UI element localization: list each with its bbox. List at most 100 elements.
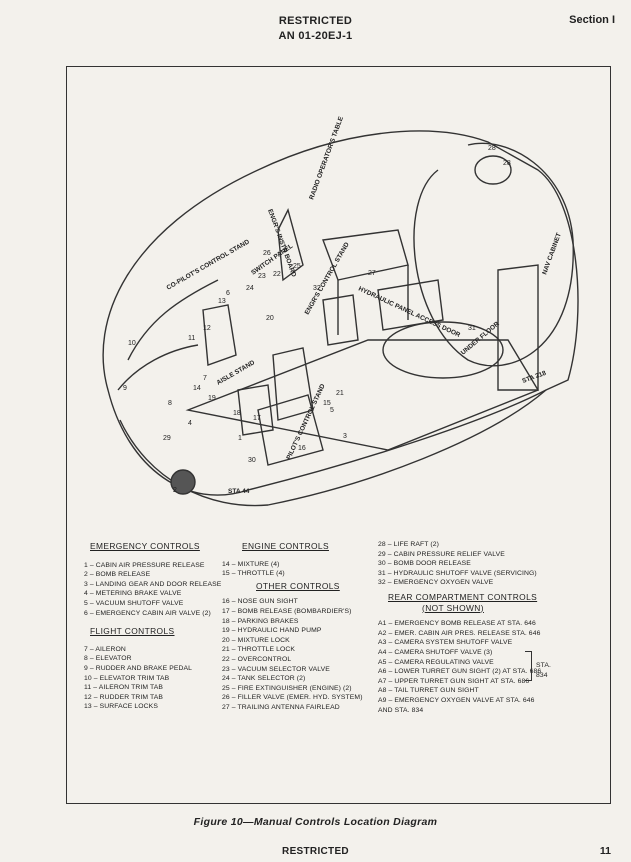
legend-item: 5 – VACUUM SHUTOFF VALVE — [84, 599, 184, 607]
legend-item: A9 – EMERGENCY OXYGEN VALVE AT STA. 646 — [378, 696, 535, 704]
legend-item: AND STA. 834 — [378, 706, 424, 714]
legend-item: 24 – TANK SELECTOR (2) — [222, 675, 306, 683]
legend-item: 14 – MIXTURE (4) — [222, 560, 280, 568]
callout-number: 8 — [168, 400, 172, 407]
legend-item: 31 – HYDRAULIC SHUTOFF VALVE (SERVICING) — [378, 569, 537, 577]
callout-number: 7 — [203, 375, 207, 382]
fuselage-lower-shell — [119, 389, 547, 507]
nose-gun-sight — [170, 469, 196, 495]
legend-col-3: 28 – LIFE RAFT (2) 29 – CABIN PRESSURE RE… — [378, 540, 551, 715]
callout-number: 18 — [233, 410, 241, 417]
callout-number: 15 — [323, 400, 331, 407]
nose-frame — [127, 279, 219, 361]
legend-item: 8 – ELEVATOR — [84, 655, 132, 663]
callout-number: 16 — [298, 445, 306, 452]
label-radio-operator-table: RADIO OPERATOR'S TABLE — [308, 115, 345, 201]
callout-number: 2 — [173, 487, 177, 494]
callout-number: 24 — [246, 285, 254, 292]
label-hydraulic-panel: HYDRAULIC PANEL ACCESS DOOR — [357, 285, 461, 339]
callout-number: 3 — [343, 433, 347, 440]
legend-item: 20 – MIXTURE LOCK — [222, 636, 290, 644]
section-label: Section I — [569, 14, 615, 26]
legend-item: 19 – HYDRAULIC HAND PUMP — [222, 627, 322, 635]
callout-number: 5 — [330, 407, 334, 414]
legend-item: 27 – TRAILING ANTENNA FAIRLEAD — [222, 703, 340, 711]
legend-item: 16 – NOSE GUN SIGHT — [222, 598, 298, 606]
pilot-seat — [272, 347, 314, 421]
label-copilot-stand: CO-PILOT'S CONTROL STAND — [166, 238, 252, 291]
legend-item: 9 – RUDDER AND BRAKE PEDAL — [84, 664, 192, 672]
legend-item: 15 – THROTTLE (4) — [222, 570, 285, 578]
callout-number: 26 — [263, 250, 271, 257]
legend-item: 18 – PARKING BRAKES — [222, 617, 299, 625]
callout-number: 25 — [293, 263, 301, 270]
callout-number: 27 — [368, 270, 376, 277]
callout-number: 29 — [163, 435, 171, 442]
legend-item: A4 – CAMERA SHUTOFF VALVE (3) — [378, 648, 493, 656]
callout-number: 10 — [128, 340, 136, 347]
legend-item: A2 – EMER. CABIN AIR PRES. RELEASE STA. … — [378, 629, 541, 637]
callout-number: 22 — [273, 271, 281, 278]
legend-item: 7 – AILERON — [84, 645, 126, 653]
callout-number: 6 — [226, 290, 230, 297]
label-under-floor: UNDER FLOOR — [460, 320, 501, 356]
callout-number: 11 — [188, 335, 195, 342]
legend-item: 29 – CABIN PRESSURE RELIEF VALVE — [378, 550, 505, 558]
engineer-seat — [322, 294, 359, 346]
callout-number: 4 — [188, 420, 192, 427]
legend-item: 21 – THROTTLE LOCK — [222, 646, 296, 654]
nav-cabinet-outline — [497, 264, 539, 391]
bulkhead-hatch — [474, 155, 512, 185]
engineer-instrument-board — [277, 208, 304, 282]
legend-item: 26 – FILLER VALVE (EMER. HYD. SYSTEM) — [222, 694, 363, 702]
label-sta-218: STA 218 — [521, 370, 547, 385]
header-classification: RESTRICTED — [278, 15, 353, 27]
aisle-stand-outline — [237, 384, 274, 436]
label-aisle-stand: AISLE STAND — [216, 359, 257, 387]
copilot-seat — [202, 304, 237, 366]
legend-col-2: ENGINE CONTROLS 14 – MIXTURE (4) 15 – THR… — [222, 540, 363, 713]
legend-col-1: EMERGENCY CONTROLS 1 – CABIN AIR PRESSUR… — [84, 540, 221, 712]
label-nav-cabinet: NAV CABINET — [541, 232, 563, 276]
callout-number: 12 — [203, 325, 211, 332]
pressure-door — [377, 279, 444, 331]
emergency-controls-title: EMERGENCY CONTROLS — [90, 541, 200, 551]
legend-item: 1 – CABIN AIR PRESSURE RELEASE — [84, 561, 205, 569]
callout-number: 19 — [208, 395, 216, 402]
callout-number: 30 — [248, 457, 256, 464]
callout-number: 14 — [193, 385, 201, 392]
callout-number: 23 — [258, 273, 266, 280]
callout-number: 28 — [488, 145, 496, 152]
legend-item: 3 – LANDING GEAR AND DOOR RELEASE — [84, 580, 222, 588]
pilot-control-stand — [257, 394, 324, 466]
cockpit-floor — [185, 339, 540, 451]
legend-item: 30 – BOMB DOOR RELEASE — [378, 560, 471, 568]
figure-caption: Figure 10—Manual Controls Location Diagr… — [193, 816, 438, 828]
callout-number: 32 — [313, 285, 321, 292]
legend-item: A5 – CAMERA REGULATING VALVE — [378, 658, 494, 666]
page-header: RESTRICTED AN 01-20EJ-1 — [0, 14, 631, 44]
callout-number: 28 — [503, 160, 511, 167]
label-pilot-stand: PILOT'S CONTROL STAND — [285, 383, 326, 461]
legend-item: 13 – SURFACE LOCKS — [84, 703, 158, 711]
callout-number: 13 — [218, 298, 226, 305]
page-number: 11 — [599, 845, 611, 857]
flight-controls-title: FLIGHT CONTROLS — [90, 626, 175, 637]
legend-item: A3 – CAMERA SYSTEM SHUTOFF VALVE — [378, 639, 513, 647]
legend-item: 10 – ELEVATOR TRIM TAB — [84, 674, 170, 682]
under-floor-hatch — [382, 321, 504, 379]
legend-item: 4 – METERING BRAKE VALVE — [84, 590, 182, 598]
callout-number: 20 — [266, 315, 274, 322]
legend-item: A1 – EMERGENCY BOMB RELEASE AT STA. 646 — [378, 620, 536, 628]
sta-834-label: STA. 834 — [536, 662, 552, 679]
figure-frame — [66, 66, 611, 804]
cockpit-cutaway-diagram: CO-PILOT'S CONTROL STAND ENGR'S INSTR BO… — [102, 115, 579, 507]
legend-item: 17 – BOMB RELEASE (BOMBARDIER'S) — [222, 607, 352, 615]
rear-compartment-subtitle: (NOT SHOWN) — [422, 602, 484, 613]
legend-item: 6 – EMERGENCY CABIN AIR VALVE (2) — [84, 609, 211, 617]
fuselage-outline — [102, 130, 579, 496]
engine-controls-title: ENGINE CONTROLS — [242, 541, 329, 551]
legend-item: 22 – OVERCONTROL — [222, 655, 292, 663]
sta-834-bracket — [525, 651, 532, 681]
legend-item: 28 – LIFE RAFT (2) — [378, 541, 439, 548]
